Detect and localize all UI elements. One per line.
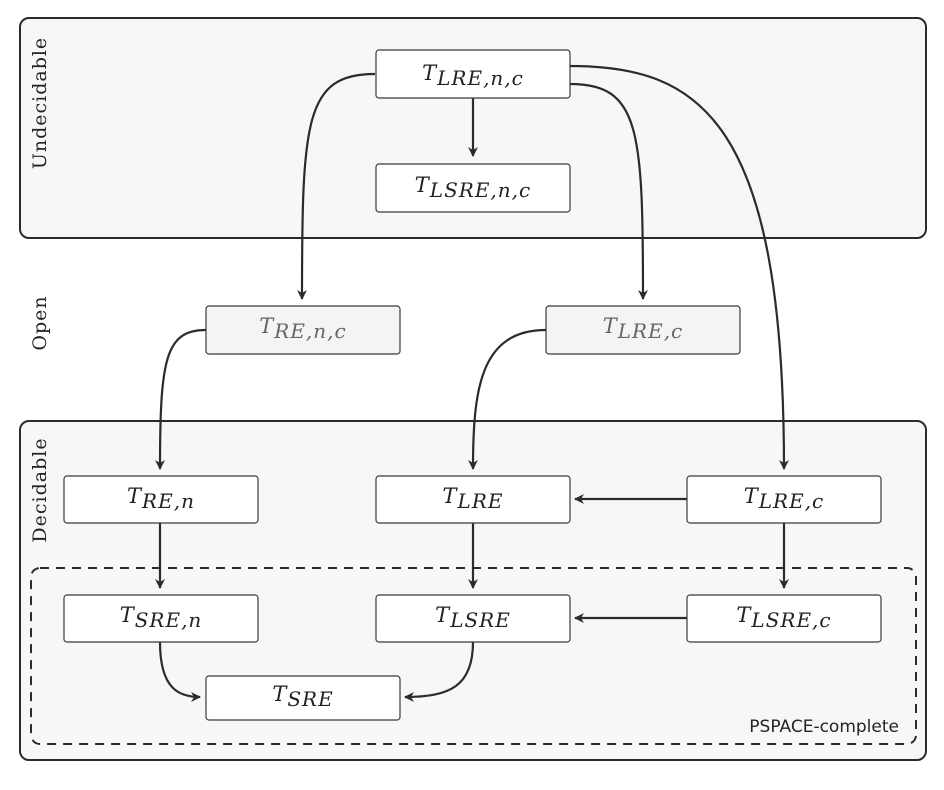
svg-text:TLRE,c: TLRE,c (744, 484, 825, 513)
node-t-lre-n-c: TLRE,n,c (375, 49, 571, 99)
edge-sre-n-to-sre (158, 641, 201, 702)
pspace-complete-label: PSPACE-complete (749, 717, 899, 737)
edge-re-n-c-to-re-n (155, 328, 207, 470)
svg-text:TLRE,n,c: TLRE,n,c (422, 61, 524, 90)
node-t-lre-c: TLRE,c (686, 475, 882, 524)
edges (155, 64, 789, 702)
svg-text:TSRE,n: TSRE,n (120, 603, 203, 632)
node-t-lre-c-open: TLRE,c (545, 305, 741, 355)
decidable-label: Decidable (29, 437, 51, 542)
node-t-lsre: TLSRE (375, 594, 571, 643)
svg-text:TRE,n,c: TRE,n,c (259, 314, 346, 343)
edge-lsre-to-sre (404, 641, 475, 702)
svg-text:TLRE,c: TLRE,c (603, 314, 684, 343)
node-t-sre-n: TSRE,n (63, 594, 259, 643)
svg-text:TLSRE,n,c: TLSRE,n,c (415, 173, 531, 202)
node-t-re-n-c: TRE,n,c (205, 305, 401, 355)
svg-text:TSRE: TSRE (272, 682, 333, 711)
svg-text:TRE,n: TRE,n (127, 484, 195, 513)
svg-text:TLRE: TLRE (443, 484, 504, 513)
svg-text:TLSRE: TLSRE (435, 603, 511, 632)
edge-lre-n-c-to-lre-c-open (569, 82, 648, 300)
edge-lre-c-open-to-lre (468, 328, 547, 470)
node-t-sre: TSRE (205, 675, 401, 721)
edge-lre-n-c-to-lre-c (569, 64, 789, 470)
node-t-lsre-c: TLSRE,c (686, 594, 882, 643)
node-t-lsre-n-c: TLSRE,n,c (375, 163, 571, 213)
svg-text:TLSRE,c: TLSRE,c (736, 603, 831, 632)
undecidable-label: Undecidable (29, 37, 51, 169)
node-t-re-n: TRE,n (63, 475, 259, 524)
open-label: Open (29, 295, 51, 350)
edge-lre-n-c-to-re-n-c (297, 72, 376, 300)
node-t-lre: TLRE (375, 475, 571, 524)
